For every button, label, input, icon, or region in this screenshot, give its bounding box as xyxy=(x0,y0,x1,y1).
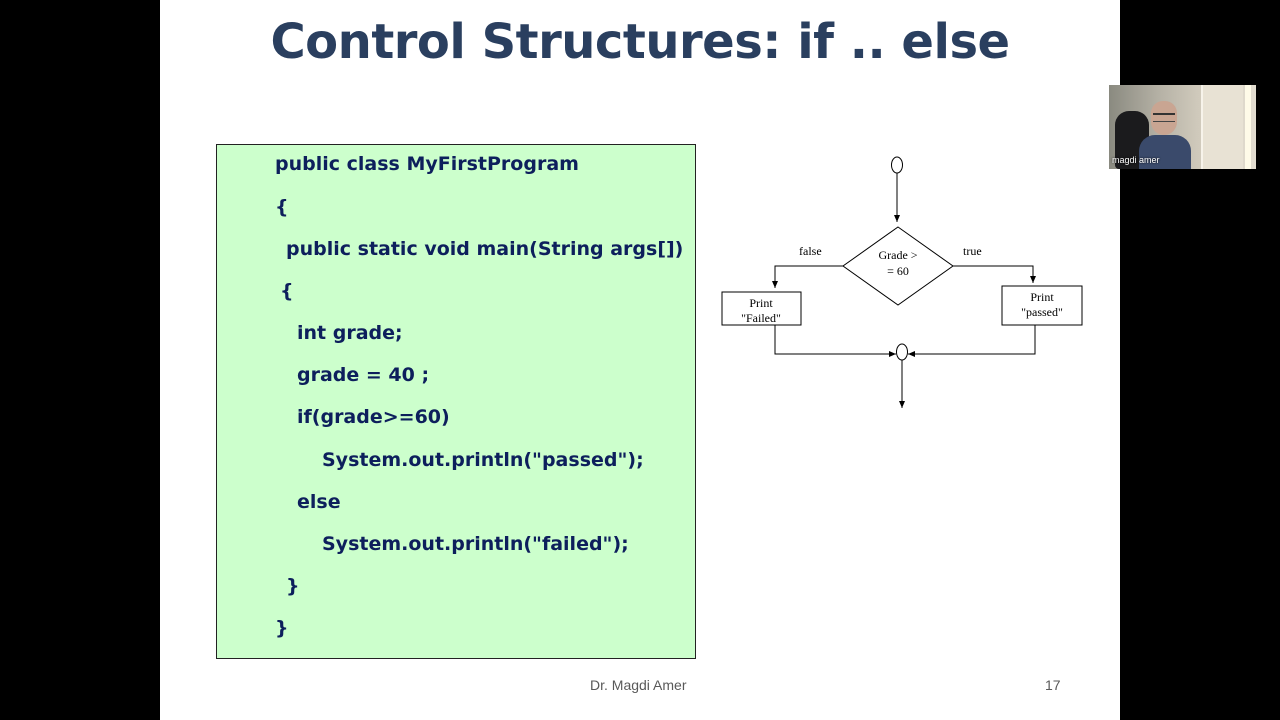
true-branch-line xyxy=(953,265,1036,283)
start-node xyxy=(891,156,903,174)
footer-author: Dr. Magdi Amer xyxy=(590,677,687,693)
false-label: false xyxy=(799,244,822,258)
webcam-background xyxy=(1201,85,1243,169)
code-line: if(grade>=60) xyxy=(297,406,450,428)
true-label: true xyxy=(963,244,982,258)
print-failed-label-2: "Failed" xyxy=(741,311,781,325)
false-branch-line xyxy=(772,265,843,288)
code-line: int grade; xyxy=(297,322,403,344)
code-block: public class MyFirstProgram { public sta… xyxy=(216,144,696,659)
presentation-slide: Control Structures: if .. else public cl… xyxy=(160,0,1120,720)
print-failed-box xyxy=(721,291,802,326)
code-line: } xyxy=(286,575,300,597)
condition-label-2: = 60 xyxy=(887,264,909,278)
decision-diamond xyxy=(842,226,954,306)
webcam-person-glasses xyxy=(1153,113,1175,122)
merge-line-left xyxy=(774,325,896,357)
webcam-background xyxy=(1245,85,1251,169)
page-number: 17 xyxy=(1045,677,1061,693)
code-line: { xyxy=(280,280,294,302)
code-line: System.out.println("failed"); xyxy=(322,533,629,555)
code-line: System.out.println("passed"); xyxy=(322,449,644,471)
merge-line-right xyxy=(908,325,1036,357)
print-passed-label-2: "passed" xyxy=(1021,305,1063,319)
print-passed-label-1: Print xyxy=(1030,290,1054,304)
print-passed-box xyxy=(1001,285,1083,326)
condition-label-1: Grade > xyxy=(878,248,917,262)
code-line: grade = 40 ; xyxy=(297,364,430,386)
code-line: public static void main(String args[]) xyxy=(286,238,684,260)
code-line: else xyxy=(297,491,341,513)
webcam-person-body xyxy=(1139,135,1191,169)
code-line: { xyxy=(275,196,289,218)
participant-name: magdi amer xyxy=(1112,155,1160,165)
slide-title: Control Structures: if .. else xyxy=(270,14,1010,70)
print-failed-label-1: Print xyxy=(749,296,773,310)
webcam-thumbnail[interactable]: magdi amer xyxy=(1109,85,1256,169)
code-line: public class MyFirstProgram xyxy=(275,153,579,175)
webcam-person-head xyxy=(1151,101,1177,135)
code-line: } xyxy=(275,617,289,639)
merge-node xyxy=(896,343,908,361)
